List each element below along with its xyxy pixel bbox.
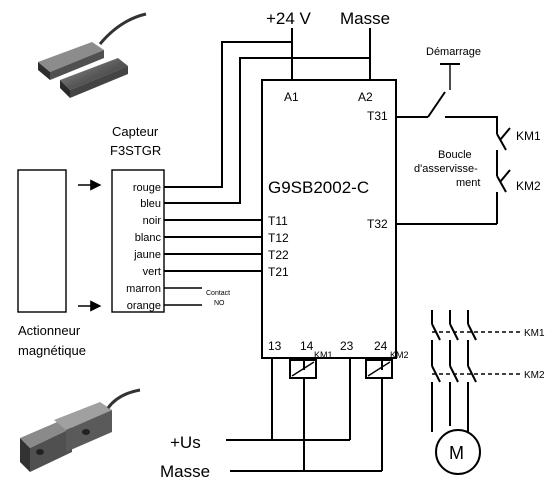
terminal-a1: A1 — [284, 90, 299, 104]
supply-ground-label: Masse — [340, 9, 390, 28]
feedback-label-2: d'asservisse- — [414, 163, 478, 175]
start-button-label: Démarrage — [426, 46, 481, 58]
safety-module-box — [261, 79, 397, 359]
terminal-t11: T11 — [268, 214, 288, 228]
terminal-t21: T21 — [268, 265, 289, 279]
terminal-t31: T31 — [367, 109, 388, 123]
sensor-title-2: F3STGR — [110, 143, 161, 158]
wire-bleu: bleu — [140, 198, 161, 210]
us-label: +Us — [170, 433, 201, 452]
wire-vert: vert — [143, 266, 161, 278]
terminal-t12: T12 — [268, 231, 289, 245]
power-contacts — [431, 310, 477, 432]
supply-24v-label: +24 V — [266, 9, 312, 28]
contact-label-1: Contact — [206, 290, 230, 297]
terminal-t32: T32 — [367, 217, 388, 231]
km2-contact-label: KM2 — [516, 179, 541, 193]
terminal-14: 14 — [300, 339, 314, 353]
wire-rouge: rouge — [133, 182, 161, 194]
sensor-photo-top — [38, 12, 147, 98]
module-terminals: A1 A2 T31 T32 T11 T12 T22 T21 13 14 23 2… — [268, 90, 388, 353]
contact-label-2: NO — [214, 300, 225, 307]
wire-bleu-line — [164, 57, 371, 204]
km2-coil-label: KM2 — [390, 350, 409, 360]
start-button-switch[interactable] — [427, 63, 460, 118]
module-name: G9SB2002-C — [268, 178, 369, 197]
start-to-km1-line — [445, 116, 498, 134]
wire-orange: orange — [127, 300, 161, 312]
terminal-23: 23 — [340, 339, 354, 353]
km2-power-label: KM2 — [524, 370, 545, 381]
actuator-label-1: Actionneur — [18, 323, 81, 338]
km1-power-label: KM1 — [524, 328, 545, 339]
motor-label: M — [449, 443, 464, 463]
wire-marron: marron — [126, 283, 161, 295]
wire-blanc: blanc — [135, 232, 162, 244]
bottom-ground-label: Masse — [160, 462, 210, 481]
sensor-title-1: Capteur — [112, 124, 159, 139]
km1-feedback-contact — [496, 127, 511, 176]
km2-feedback-contact — [496, 169, 511, 224]
sensor-wire-labels: rouge bleu noir blanc jaune vert marron … — [126, 182, 161, 312]
terminal-t22: T22 — [268, 248, 289, 262]
terminal-24: 24 — [374, 339, 388, 353]
terminal-13: 13 — [268, 339, 282, 353]
sensor-box — [111, 169, 165, 313]
terminal-a2: A2 — [358, 90, 373, 104]
wire-noir: noir — [143, 215, 162, 227]
sensor-photo-bottom — [20, 388, 141, 472]
km1-contact-label: KM1 — [516, 129, 541, 143]
wire-jaune: jaune — [133, 249, 161, 261]
feedback-label-3: ment — [456, 177, 480, 189]
km2-coil — [365, 359, 393, 379]
wire-rouge-line — [164, 41, 293, 188]
motor-symbol — [435, 429, 481, 475]
actuator-label-2: magnétique — [18, 343, 86, 358]
actuator-box — [17, 169, 67, 313]
feedback-label-1: Boucle — [438, 149, 472, 161]
km1-coil-label: KM1 — [314, 350, 333, 360]
